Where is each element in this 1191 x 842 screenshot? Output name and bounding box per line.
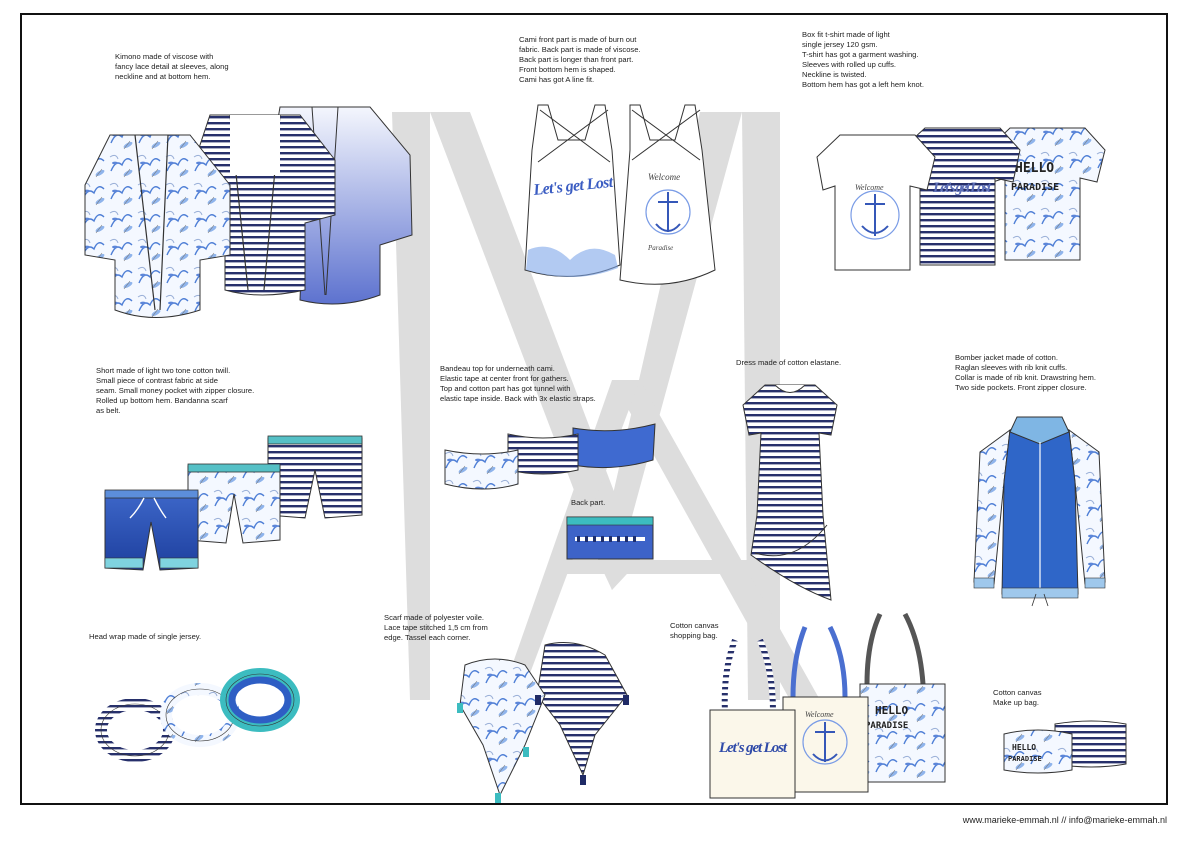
bag-description: Cotton canvas shopping bag. <box>670 621 719 640</box>
makeup-paradise-print: PARADISE <box>1008 755 1042 763</box>
tote-hello-print: HELLO <box>875 704 908 717</box>
tote-paradise-print: PARADISE <box>865 721 908 731</box>
page-frame <box>20 13 1168 805</box>
tote-welcome-print: Welcome <box>805 710 834 719</box>
email-link[interactable]: info@marieke-emmah.nl <box>1068 815 1167 825</box>
tote-lets-get-lost-print: Let's get Lost <box>718 740 788 756</box>
back-part-description: Back part. <box>571 498 606 507</box>
bomber-description: Bomber jacket made of cotton. Raglan sle… <box>955 353 1096 392</box>
tshirt-description: Box fit t-shirt made of light single jer… <box>802 30 924 89</box>
paradise-caps-print: PARADISE <box>1011 182 1059 193</box>
back-part-sketch <box>566 516 654 560</box>
footer-contact: www.marieke-emmah.nl // info@marieke-emm… <box>963 815 1167 825</box>
makeup-hello-print: HELLO <box>1012 743 1036 752</box>
bomber-jacket-sketch <box>973 416 1106 607</box>
shorts-description: Short made of light two tone cotton twil… <box>96 366 255 415</box>
makeup-bag-sketch: HELLO PARADISE <box>1003 720 1127 774</box>
lets-get-lost-print-tshirt: Let's get Lost <box>932 180 992 196</box>
paradise-print: Paradise <box>647 244 673 252</box>
tshirt-sketches: HELLO PARADISE Let's get Lost Welcome <box>816 127 1106 271</box>
headwrap-description: Head wrap made of single jersey. <box>89 632 202 641</box>
shorts-sketches <box>104 435 363 571</box>
cami-sketches: Welcome Paradise Let's get Lost <box>524 104 716 285</box>
website-link[interactable]: www.marieke-emmah.nl <box>962 815 1059 825</box>
scarf-description: Scarf made of polyester voile. Lace tape… <box>384 613 488 642</box>
tote-bag-sketches: HELLO PARADISE Welcome Let's get Lost <box>709 612 946 799</box>
kimono-description: Kimono made of viscose with fancy lace d… <box>115 52 229 81</box>
hello-print: HELLO <box>1015 161 1054 176</box>
footer-separator: // <box>1058 815 1069 825</box>
makeup-bag-description: Cotton canvas Make up bag. <box>993 688 1042 707</box>
bandeau-description: Bandeau top for underneath cami. Elastic… <box>440 364 596 403</box>
dress-sketch <box>742 384 838 601</box>
scarf-sketches <box>457 642 629 803</box>
welcome-print-tshirt: Welcome <box>855 183 884 192</box>
headwrap-sketches <box>95 668 300 762</box>
dress-description: Dress made of cotton elastane. <box>736 358 842 367</box>
bandeau-sketches <box>444 423 656 490</box>
cami-description: Cami front part is made of burn out fabr… <box>519 35 641 84</box>
welcome-print: Welcome <box>648 172 680 182</box>
kimono-sketches <box>84 106 413 318</box>
